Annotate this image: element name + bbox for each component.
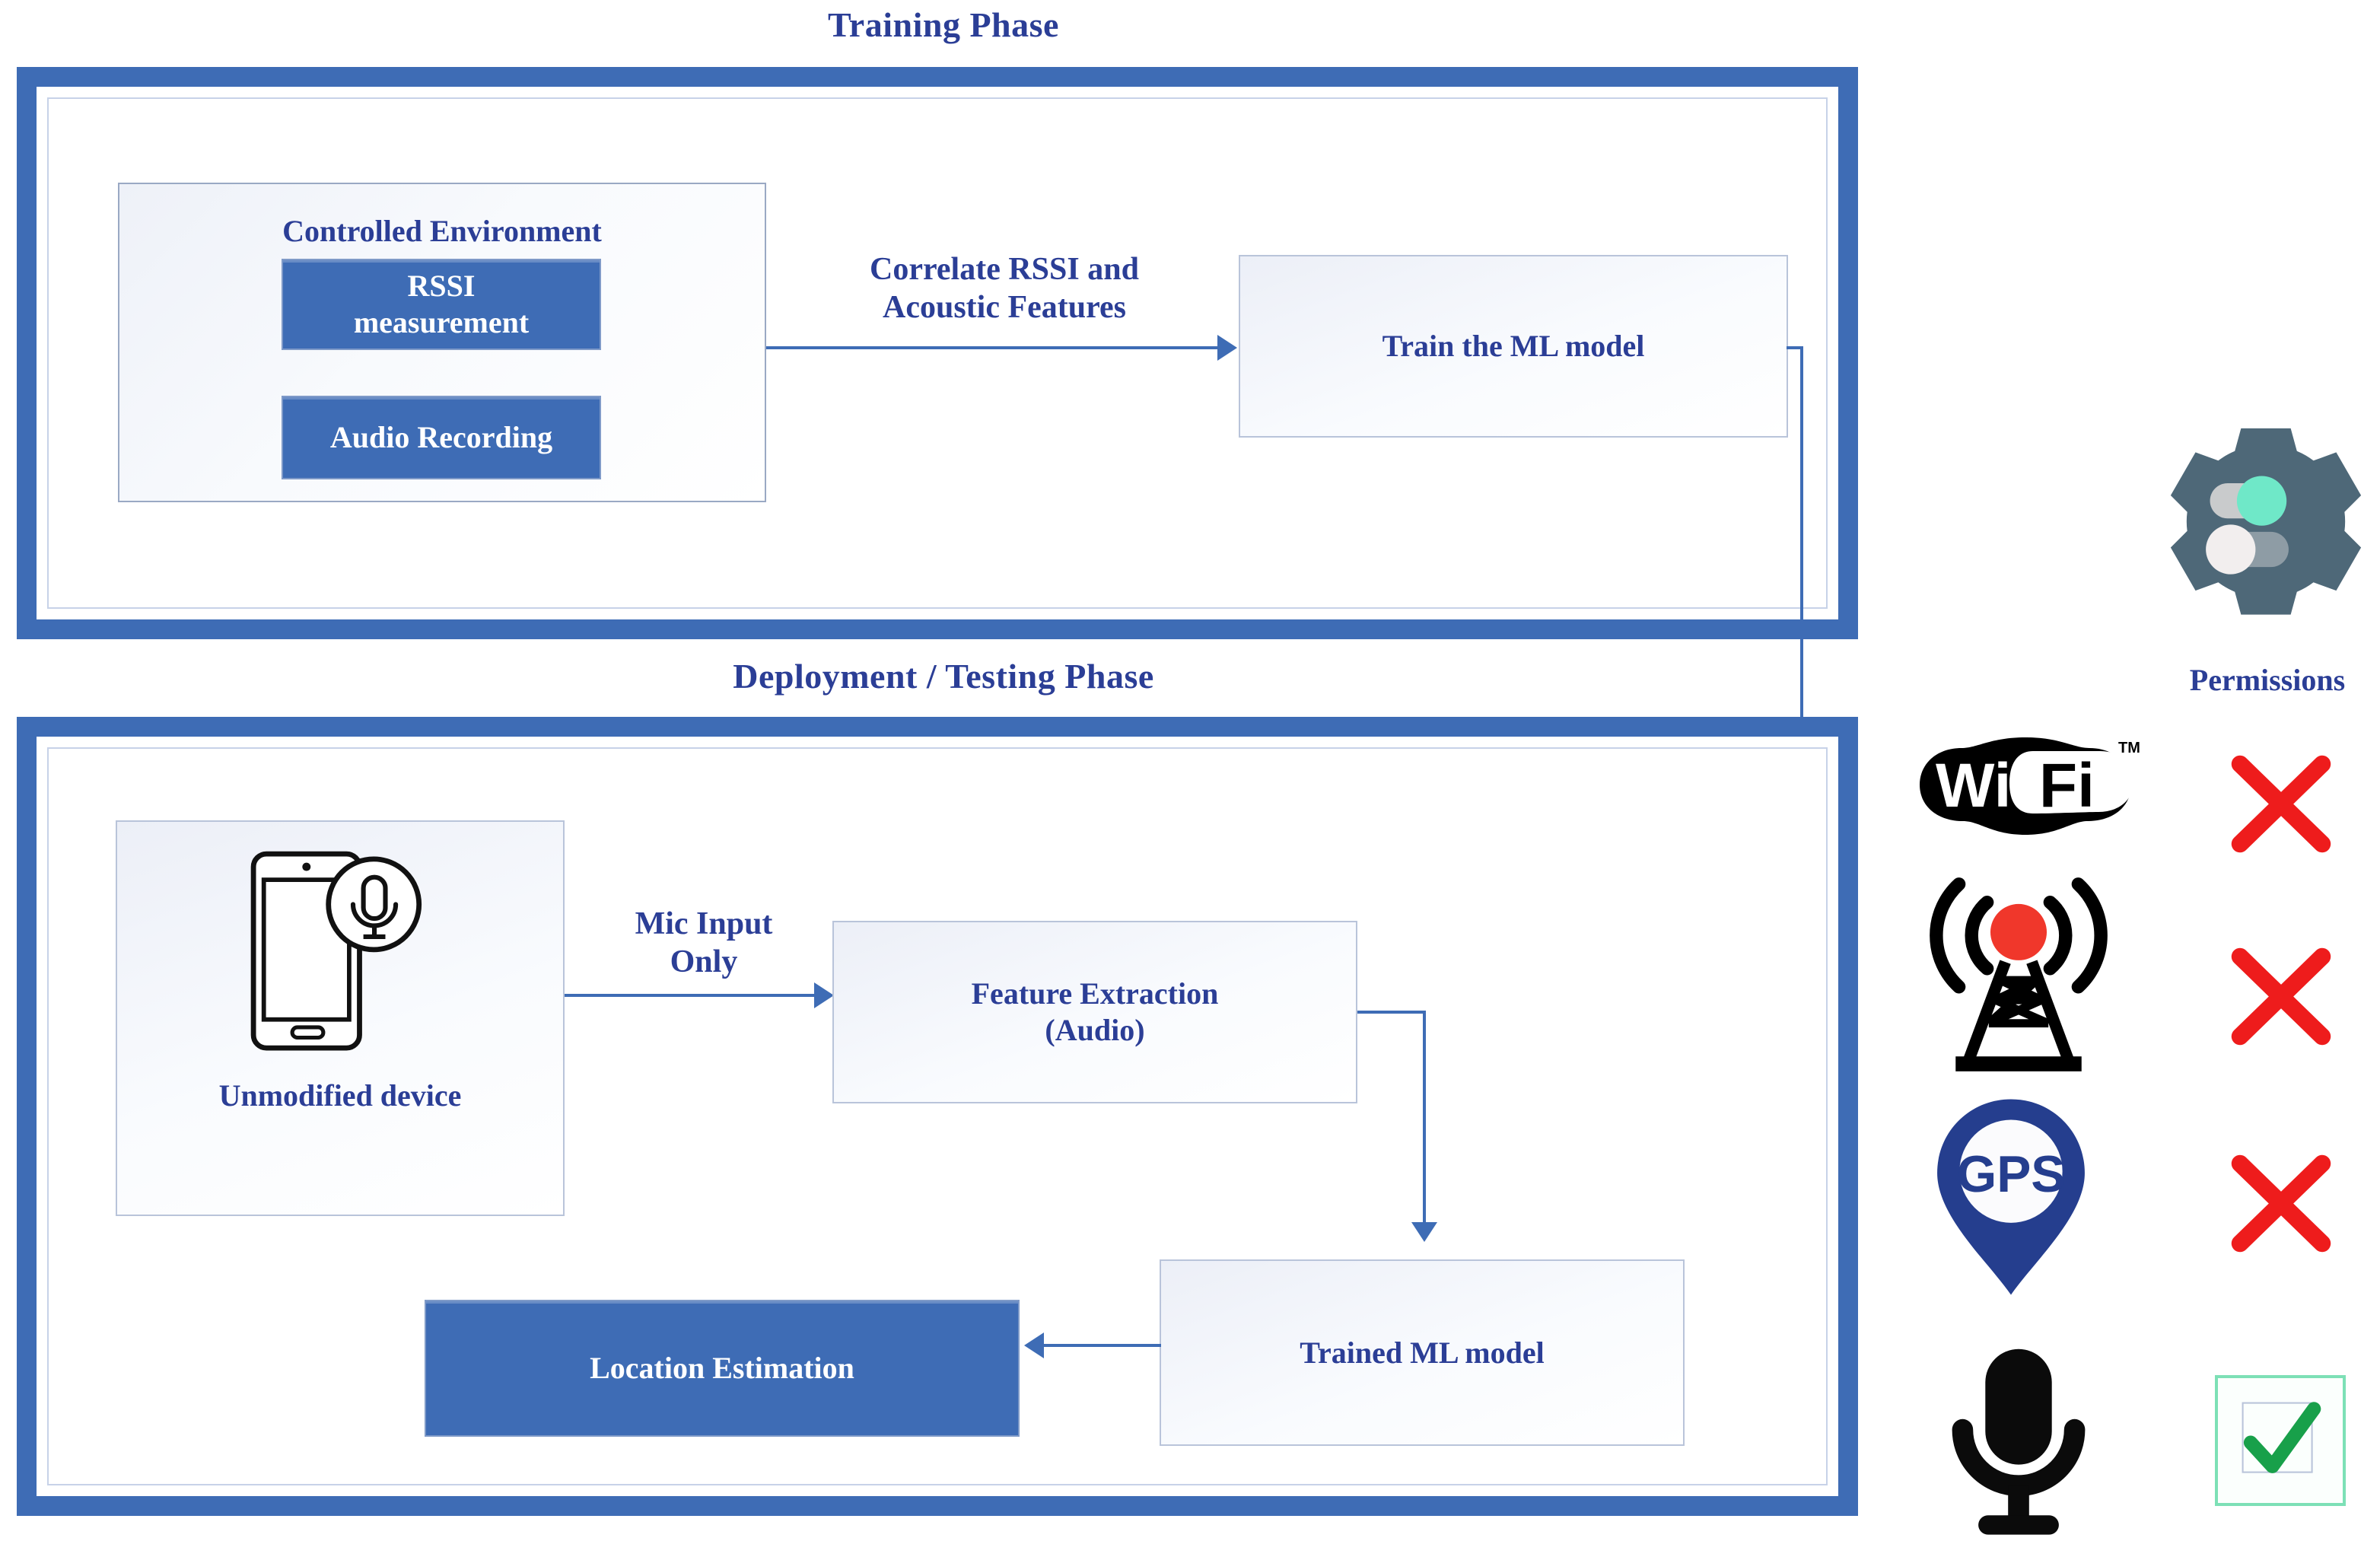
audio-recording-box[interactable]: Audio Recording (282, 396, 601, 479)
wifi-icon: Wi Fi TM (1911, 727, 2140, 856)
correlate-connector-line (766, 346, 1219, 349)
audio-recording-label: Audio Recording (329, 420, 553, 454)
wifi-trademark-mark: TM (2118, 740, 2140, 756)
microphone-permission-granted-mark (2208, 1370, 2353, 1511)
controlled-environment-label: Controlled Environment (282, 214, 602, 248)
mic-input-connector-line (565, 994, 816, 997)
gear-toggles-icon (2162, 420, 2369, 627)
training-phase-title: Training Phase (828, 5, 1059, 44)
feature-to-model-arrowhead (1411, 1222, 1437, 1242)
mic-input-arrowhead (814, 982, 834, 1008)
feature-to-model-line-h (1357, 1011, 1426, 1014)
trained-ml-model-label: Trained ML model (1300, 1335, 1545, 1370)
correlate-edge-label: Correlate RSSI and Acoustic Features (870, 252, 1139, 325)
train-ml-model-box[interactable]: Train the ML model (1239, 255, 1788, 438)
svg-text:Wi: Wi (1936, 751, 2011, 820)
gps-permission-denied-mark (2213, 1141, 2350, 1263)
location-estimation-label: Location Estimation (590, 1351, 854, 1385)
correlate-arrowhead (1217, 335, 1237, 361)
svg-text:GPS: GPS (1957, 1146, 2066, 1203)
permissions-title: Permissions (2189, 663, 2346, 697)
model-to-location-line (1044, 1344, 1161, 1347)
wifi-permission-denied-mark (2213, 742, 2350, 864)
feature-extraction-label: Feature Extraction (Audio) (971, 976, 1219, 1047)
smartphone-microphone-icon (211, 843, 469, 1064)
granted-checkbox-frame (2215, 1374, 2346, 1506)
train-ml-model-label: Train the ML model (1382, 329, 1645, 363)
unmodified-device-label: Unmodified device (218, 1078, 462, 1113)
location-estimation-box[interactable]: Location Estimation (425, 1300, 1020, 1437)
model-to-location-arrowhead (1024, 1332, 1044, 1358)
cell-tower-permission-denied-mark (2213, 934, 2350, 1056)
deployment-phase-title: Deployment / Testing Phase (733, 657, 1154, 696)
svg-text:Fi: Fi (2039, 751, 2095, 820)
cell-tower-icon (1919, 868, 2118, 1073)
rssi-measurement-box[interactable]: RSSI measurement (282, 259, 601, 350)
green-check-icon (2242, 1401, 2321, 1473)
feature-to-model-line-v (1423, 1011, 1426, 1230)
feature-extraction-box[interactable]: Feature Extraction (Audio) (832, 921, 1357, 1103)
mic-input-edge-label: Mic Input Only (635, 906, 773, 979)
microphone-icon (1931, 1345, 2106, 1541)
trained-ml-model-box[interactable]: Trained ML model (1160, 1259, 1685, 1446)
model-transfer-line-top (1787, 346, 1803, 349)
unmodified-device-box[interactable]: Unmodified device (116, 820, 565, 1216)
rssi-measurement-label: RSSI measurement (353, 269, 530, 339)
gps-pin-icon: GPS (1923, 1096, 2098, 1298)
